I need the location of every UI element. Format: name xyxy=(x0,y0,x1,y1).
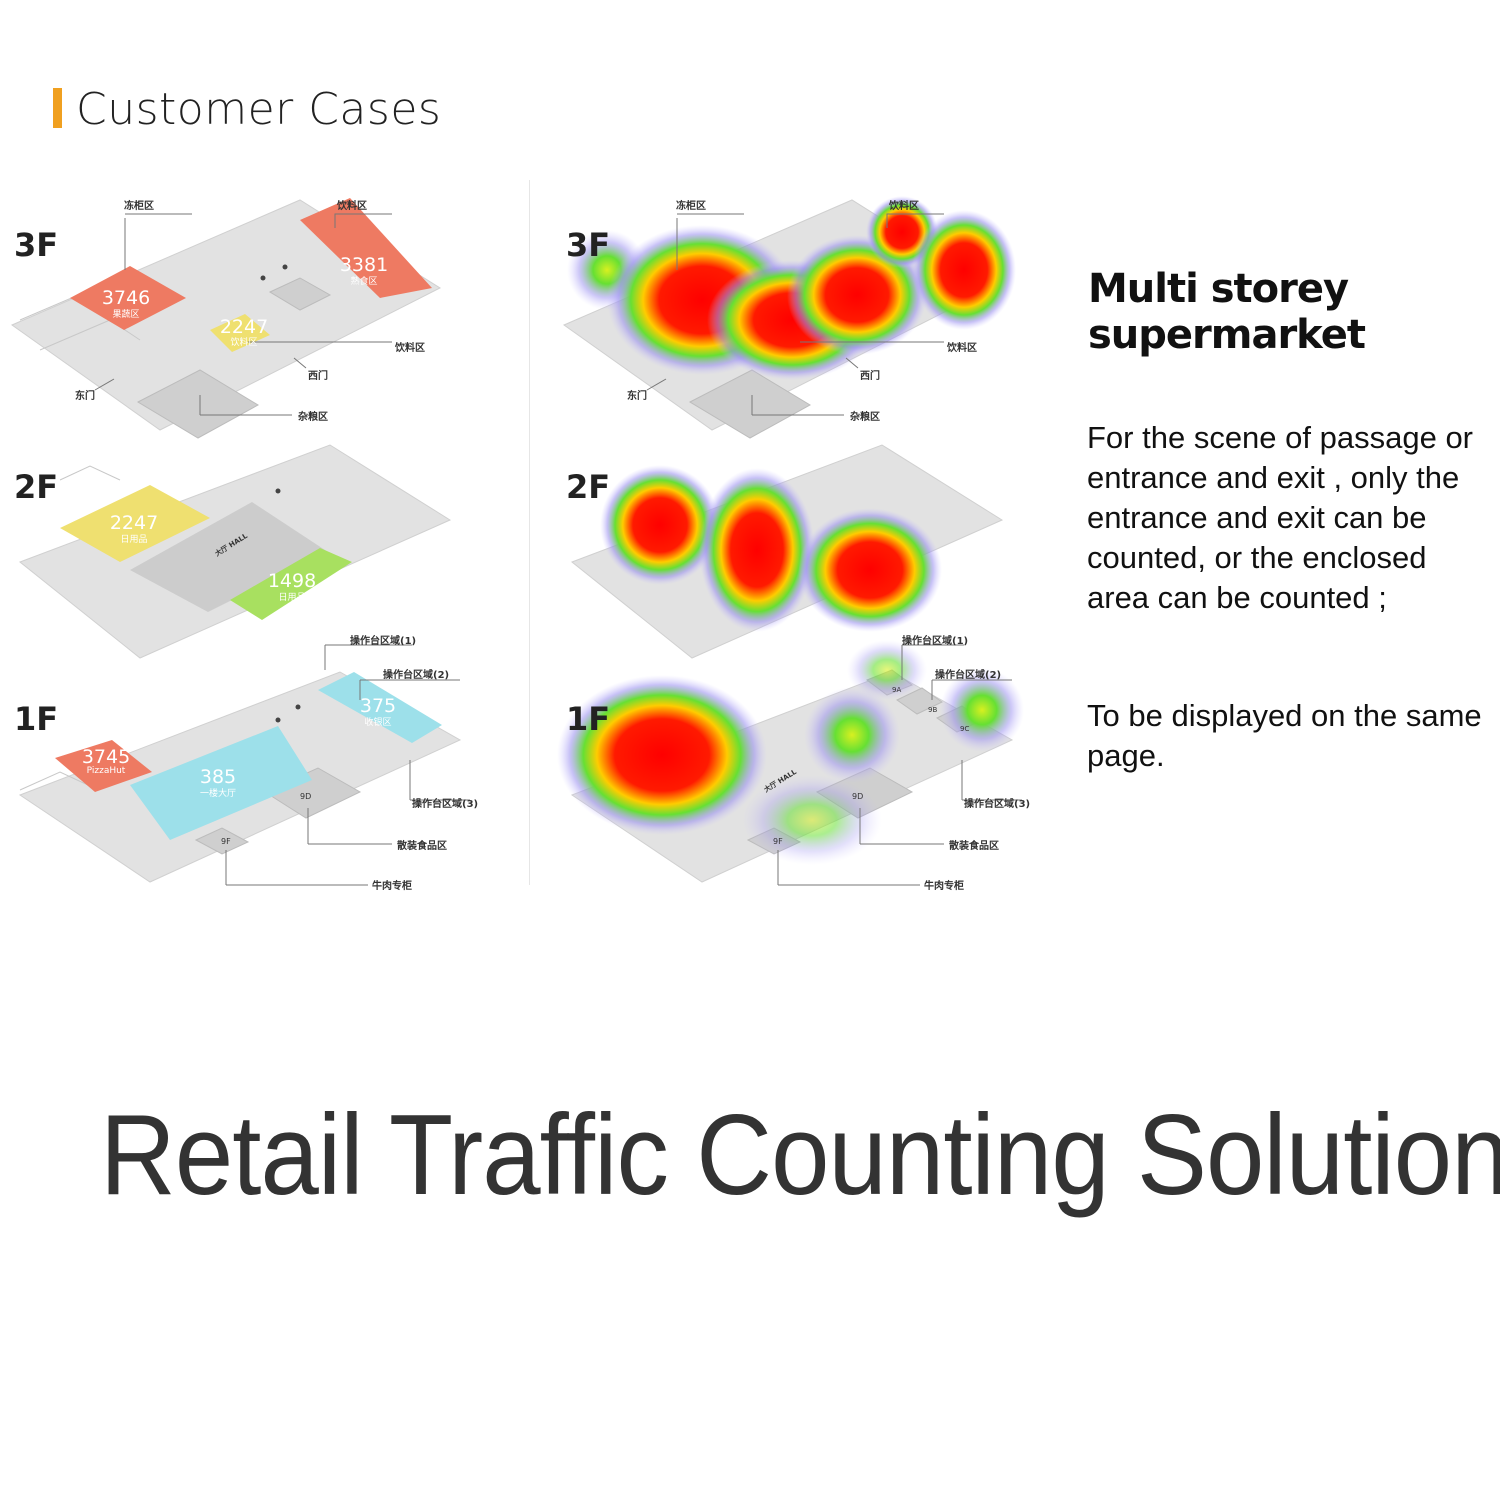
heat-floor-label-3f: 3F xyxy=(566,226,611,264)
heat-blobs-2f xyxy=(600,465,942,632)
title-accent-bar xyxy=(53,88,62,128)
floor-label-2f: 2F xyxy=(14,468,59,506)
zone-f1-hall-count: 385 xyxy=(199,766,237,788)
zone-f2-left-count: 2247 xyxy=(109,512,159,534)
case-heading: Multi storey supermarket xyxy=(1088,266,1366,358)
caption-booth-9f: 9F xyxy=(221,837,231,846)
heat-caption-console-area-2: 操作台区域(2) xyxy=(935,670,1002,681)
floor-label-1f: 1F xyxy=(14,700,59,738)
floor-3f-grocery-block xyxy=(136,369,260,439)
heat-floor-label-2f: 2F xyxy=(566,468,611,506)
heatmap-floorplan-drawing xyxy=(557,196,1024,886)
caption-freezer-area: 冻柜区 xyxy=(124,201,154,212)
caption-bulk-food-area: 散装食品区 xyxy=(397,841,447,852)
zone-f1-right xyxy=(318,672,442,743)
heat-caption-west-gate: 西门 xyxy=(860,371,880,382)
heat-caption-beverage-area-top: 饮料区 xyxy=(889,201,919,212)
heat-caption-booth-9b: 9B xyxy=(928,706,938,714)
heat-floor-label-1f: 1F xyxy=(566,700,611,738)
zone-f3-drinks-count: 3381 xyxy=(339,254,389,276)
heat-caption-booth-9d: 9D xyxy=(852,792,864,801)
zone-f2-right-count: 1498 xyxy=(267,570,317,592)
caption-console-area-3: 操作台区域(3) xyxy=(412,799,479,810)
zone-f1-hall xyxy=(130,726,312,840)
zone-f3-drinks xyxy=(300,198,432,298)
heat-caption-booth-9a: 9A xyxy=(892,686,902,694)
zone-f1-left xyxy=(55,740,152,792)
heat-caption-bulk-food-area: 散装食品区 xyxy=(949,841,999,852)
zone-f1-left-count: 3745 xyxy=(81,746,131,768)
zone-f2-hall xyxy=(130,502,328,612)
zone-f3-frozen-label: 果蔬区 xyxy=(112,310,140,320)
floor-3f-small-block xyxy=(268,277,332,311)
zone-f1-left-label: PizzaHut xyxy=(86,766,126,776)
zoned-floorplan: 3F 2F 1F 冻柜区 饮料区 饮料区 西门 东门 杂粮区 大厅 HALL 操… xyxy=(0,180,520,900)
heatmap-floorplan: 3F 2F 1F 冻柜区 饮料区 饮料区 西门 东门 杂粮区 操作台区域(1) … xyxy=(552,180,1072,900)
floor-3f-slab xyxy=(10,199,442,431)
zone-f1-right-label: 收银区 xyxy=(364,718,392,728)
zone-f3-frozen xyxy=(70,266,186,330)
zone-f3-frozen-count: 3746 xyxy=(101,287,151,309)
zone-f2-right xyxy=(230,548,352,620)
banner-title: Retail Traffic Counting Solutions xyxy=(100,1092,1500,1219)
heat-caption-console-area-3: 操作台区域(3) xyxy=(964,799,1031,810)
heat-caption-grocery-area: 杂粮区 xyxy=(850,412,880,423)
zone-f3-beverage xyxy=(210,314,270,352)
panel-divider xyxy=(529,180,530,885)
heat-caption-booth-9c: 9C xyxy=(960,725,970,733)
zone-f2-left-label: 日用品 xyxy=(120,535,148,545)
heat-blobs-1f xyxy=(557,640,1024,865)
heat-caption-beef-counter: 牛肉专柜 xyxy=(924,881,964,892)
heat-caption-east-gate: 东门 xyxy=(627,391,647,402)
zone-f2-left xyxy=(60,485,210,562)
heat-caption-booth-9f: 9F xyxy=(773,837,783,846)
zone-f3-beverage-count: 2247 xyxy=(219,316,269,338)
case-description-1: For the scene of passage or entrance and… xyxy=(1087,420,1474,615)
heat-caption-console-area-1: 操作台区域(1) xyxy=(902,636,969,647)
zoned-floorplan-drawing xyxy=(10,198,470,886)
heat-caption-beverage-area: 饮料区 xyxy=(947,343,977,354)
heat-blobs-3f xyxy=(567,196,1016,380)
page-title: Customer Cases xyxy=(76,84,442,135)
caption-console-area-1: 操作台区域(1) xyxy=(350,636,417,647)
heat-caption-freezer-area: 冻柜区 xyxy=(676,201,706,212)
zone-f1-right-count: 375 xyxy=(359,695,397,717)
caption-west-gate: 西门 xyxy=(308,371,328,382)
caption-beverage-area-top: 饮料区 xyxy=(337,201,367,212)
caption-beverage-area: 饮料区 xyxy=(395,343,425,354)
floor-label-3f: 3F xyxy=(14,226,59,264)
caption-east-gate: 东门 xyxy=(75,391,95,402)
caption-beef-counter: 牛肉专柜 xyxy=(372,881,412,892)
zone-f3-drinks-label: 熟食区 xyxy=(350,277,378,287)
zone-f2-right-label: 日用品 xyxy=(278,593,306,603)
case-description-2: To be displayed on the same page. xyxy=(1087,698,1482,773)
caption-grocery-area: 杂粮区 xyxy=(298,412,328,423)
floor-1f-9f-block xyxy=(194,827,250,855)
caption-console-area-2: 操作台区域(2) xyxy=(383,670,450,681)
zone-f3-beverage-label: 饮料区 xyxy=(230,338,258,348)
caption-booth-9d: 9D xyxy=(300,792,312,801)
zone-f1-hall-label: 一楼大厅 xyxy=(199,789,236,799)
